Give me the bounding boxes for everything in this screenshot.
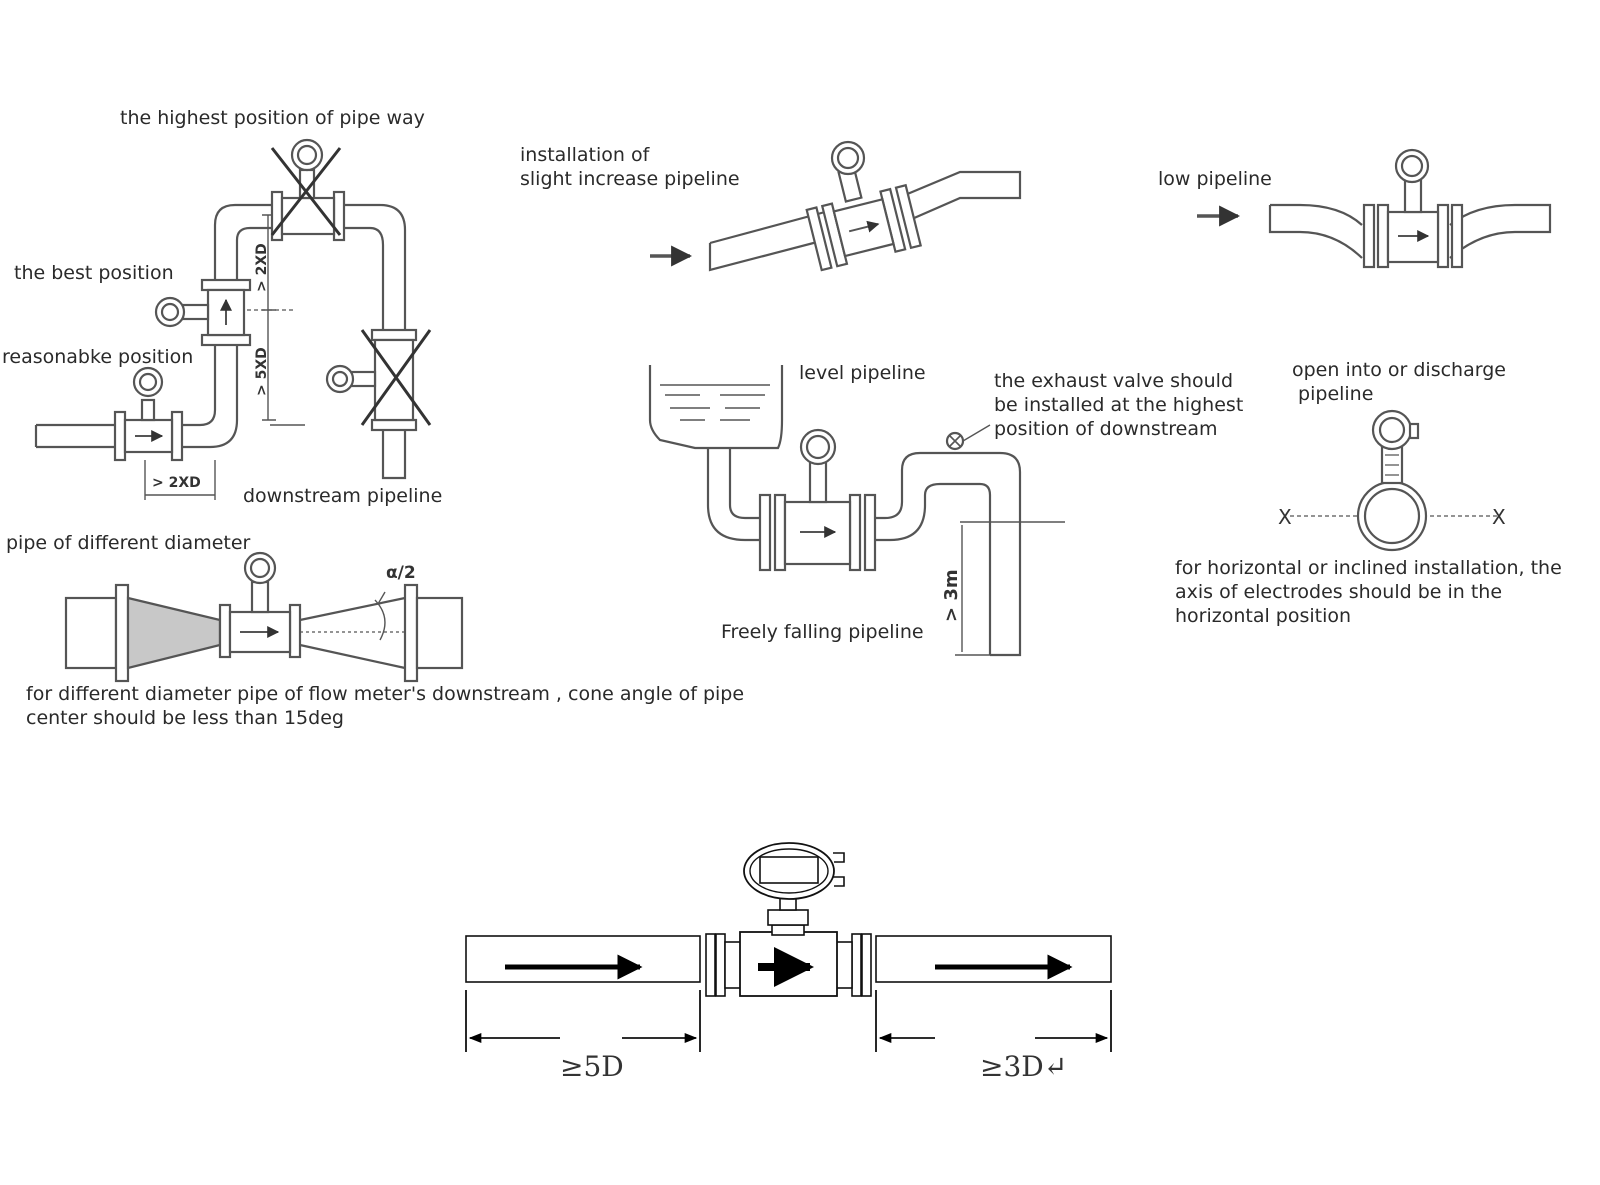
low-pipeline-diagram	[1197, 148, 1552, 269]
reasonable-position-label: reasonabke position	[2, 346, 194, 368]
downstream-3d-label: ≥3D↵	[980, 1050, 1068, 1083]
open-discharge-label: open into or discharge pipeline	[1292, 359, 1506, 405]
different-diameter-diagram	[64, 551, 464, 683]
exhaust-valve-label: the exhaust valve should be installed at…	[994, 370, 1244, 440]
dim-3m-label: > 3m	[941, 569, 962, 622]
different-diameter-label: pipe of different diameter	[6, 532, 251, 554]
meter-downstream-crossed	[325, 328, 432, 432]
dim-2xd-vertical-label: > 2XD	[254, 243, 270, 292]
electrodes-note: for horizontal or inclined installation,…	[1175, 557, 1562, 627]
low-pipeline-label: low pipeline	[1158, 168, 1272, 190]
dim-5xd-vertical-label: > 5XD	[254, 347, 270, 396]
electrode-x-left: X	[1278, 505, 1292, 529]
different-diameter-note: for different diameter pipe of flow mete…	[26, 683, 745, 729]
level-pipeline-label: level pipeline	[799, 362, 926, 384]
alpha-half-label: α/2	[386, 563, 416, 583]
electrodes-diagram	[1290, 409, 1498, 552]
meter-highest-crossed	[270, 138, 346, 242]
freely-falling-label: Freely falling pipeline	[721, 621, 924, 643]
straight-run-diagram	[465, 842, 1112, 1052]
dim-2xd-horizontal-label: > 2XD	[152, 475, 201, 491]
slight-increase-diagram	[650, 140, 1022, 272]
downstream-pipeline-label: downstream pipeline	[243, 485, 443, 507]
electrode-x-right: X	[1492, 505, 1506, 529]
meter-best-position	[154, 278, 252, 347]
meter-reasonable-position	[113, 366, 184, 462]
upstream-5d-label: ≥5D	[560, 1050, 624, 1083]
best-position-label: the best position	[14, 262, 174, 284]
level-falling-diagram	[648, 365, 1065, 657]
slight-increase-label: installation of slight increase pipeline	[520, 144, 740, 190]
highest-position-label: the highest position of pipe way	[120, 107, 425, 129]
